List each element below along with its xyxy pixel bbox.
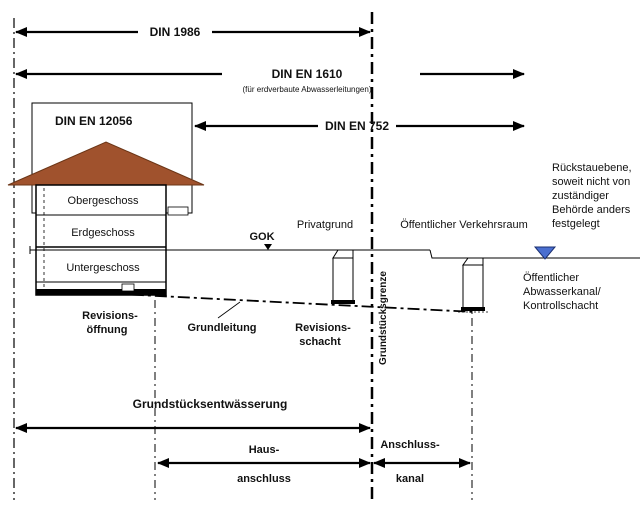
house-foundation: [36, 289, 166, 295]
revision-shaft-label: schacht: [299, 336, 341, 348]
house-roof: [7, 141, 205, 186]
public-manhole: [462, 264, 484, 310]
backwater-label-line: zuständiger: [552, 190, 609, 202]
floor-label-upper: Obergeschoss: [68, 195, 139, 207]
house-window: [167, 206, 189, 216]
revision-shaft-top: [332, 249, 354, 259]
backwater-label-line: Rückstauebene,: [552, 162, 632, 174]
drainage-span-label: Grundstücksentwässerung: [133, 397, 288, 411]
grundleitung-pipe: [39, 289, 476, 313]
ground-line-public: [429, 249, 640, 259]
connection-channel-label: Anschluss-: [380, 439, 440, 451]
din-en-1610-note: (für erdverbaute Abwasserleitungen): [243, 85, 372, 94]
revision-shaft-base: [331, 300, 355, 304]
house-connection-label: Haus-: [249, 444, 280, 456]
grundleitung-leader: [217, 301, 241, 319]
public-space-label: Öffentlicher Verkehrsraum: [400, 219, 528, 231]
din-en-12056-label: DIN EN 12056: [55, 114, 133, 128]
backwater-level-marker: [533, 246, 557, 260]
din-en-1610-label: DIN EN 1610: [272, 67, 343, 81]
house-body: [35, 184, 167, 296]
gok-marker: [264, 244, 272, 250]
public-sewer-label-line: Abwasserkanal/: [523, 286, 602, 298]
revision-opening-box: [121, 283, 135, 292]
revision-shaft-label: Revisions-: [295, 322, 351, 334]
house-connection-label: anschluss: [237, 473, 291, 485]
revision-shaft: [332, 257, 354, 303]
public-sewer-label-line: Öffentlicher: [523, 272, 579, 284]
public-manhole-base: [461, 307, 485, 311]
private-ground-label: Privatgrund: [297, 219, 353, 231]
gok-label: GOK: [249, 231, 274, 243]
grundleitung-label: Grundleitung: [187, 322, 256, 334]
backwater-label-line: soweit nicht von: [552, 176, 630, 188]
backwater-label-line: festgelegt: [552, 218, 600, 230]
public-sewer-label-line: Kontrollschacht: [523, 300, 598, 312]
din-en-752-label: DIN EN 752: [325, 119, 389, 133]
floor-label-ground: Erdgeschoss: [71, 227, 135, 239]
backwater-label-line: Behörde anders: [552, 204, 631, 216]
connection-channel-label: kanal: [396, 473, 424, 485]
public-manhole-top: [462, 257, 484, 266]
floor-label-basement: Untergeschoss: [66, 262, 140, 274]
revision-opening-label: Revisions-: [82, 310, 138, 322]
property-boundary-label: Grundstücksgrenze: [378, 271, 389, 365]
din1986-label: DIN 1986: [150, 25, 201, 39]
revision-opening-label: öffnung: [87, 324, 128, 336]
